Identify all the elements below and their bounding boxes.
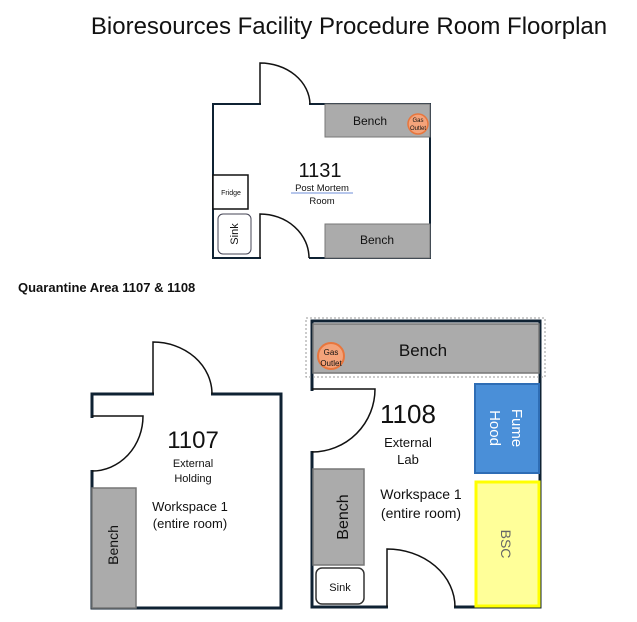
workspace-2: (entire room)	[153, 516, 227, 531]
room-number: 1131	[298, 160, 341, 182]
bench-label: Bench	[105, 525, 121, 565]
sink	[217, 213, 252, 255]
gas-outlet	[317, 342, 345, 370]
quarantine-label: Quarantine Area 1107 & 1108	[18, 280, 195, 295]
workspace-1: Workspace 1	[380, 486, 462, 502]
fridge-label: Fridge	[221, 190, 241, 197]
gas-label-2: Outlet	[320, 359, 342, 368]
room-1107: Bench 1107 External Holding Workspace 1 …	[90, 341, 283, 610]
room-1108: Bench Gas Outlet Fume Hood BSC Bench Sin…	[305, 317, 546, 609]
bench-left-label: Bench	[335, 494, 352, 539]
gas-label-2: Outlet	[410, 126, 426, 132]
bench	[91, 487, 137, 609]
fridge	[212, 174, 249, 210]
room-name-2: Lab	[397, 452, 419, 467]
gas-label-1: Gas	[412, 118, 423, 124]
door-top	[259, 62, 311, 105]
bench-left	[312, 468, 365, 566]
selection-box	[305, 317, 546, 378]
sink-label: Sink	[229, 223, 241, 245]
door-left	[311, 388, 376, 453]
room-number: 1108	[380, 399, 436, 429]
workspace-1: Workspace 1	[152, 499, 228, 514]
room-1131: Bench Gas Outlet Bench Fridge Sink 1131 …	[212, 62, 431, 260]
title: Bioresources Facility Procedure Room Flo…	[91, 13, 607, 40]
room-name-1: External	[384, 435, 432, 450]
room-name-2: Holding	[174, 473, 211, 485]
sink-label: Sink	[329, 582, 351, 594]
gas-outlet	[407, 113, 429, 135]
door-bottom	[386, 548, 456, 608]
sink	[315, 567, 365, 605]
fume-label-2: Hood	[486, 410, 503, 446]
workspace-2: (entire room)	[381, 505, 461, 521]
room-name-2: Room	[309, 196, 334, 207]
bench-top-label: Bench	[399, 341, 447, 360]
bench-bottom-label: Bench	[360, 233, 394, 247]
room-number: 1107	[167, 427, 219, 454]
bsc	[474, 480, 541, 608]
bench-top	[312, 323, 540, 374]
room-name-1: External	[173, 458, 213, 470]
door-top	[152, 341, 213, 395]
door-bottom	[259, 213, 310, 259]
gas-label-1: Gas	[324, 348, 339, 357]
door-left	[91, 415, 144, 472]
room-name-1: Post Mortem	[295, 183, 349, 194]
bsc-label: BSC	[498, 530, 514, 559]
bench-top-label: Bench	[353, 114, 387, 128]
fume-label-1: Fume	[508, 409, 525, 447]
fume-hood	[474, 383, 540, 474]
bench-bottom	[324, 223, 431, 259]
